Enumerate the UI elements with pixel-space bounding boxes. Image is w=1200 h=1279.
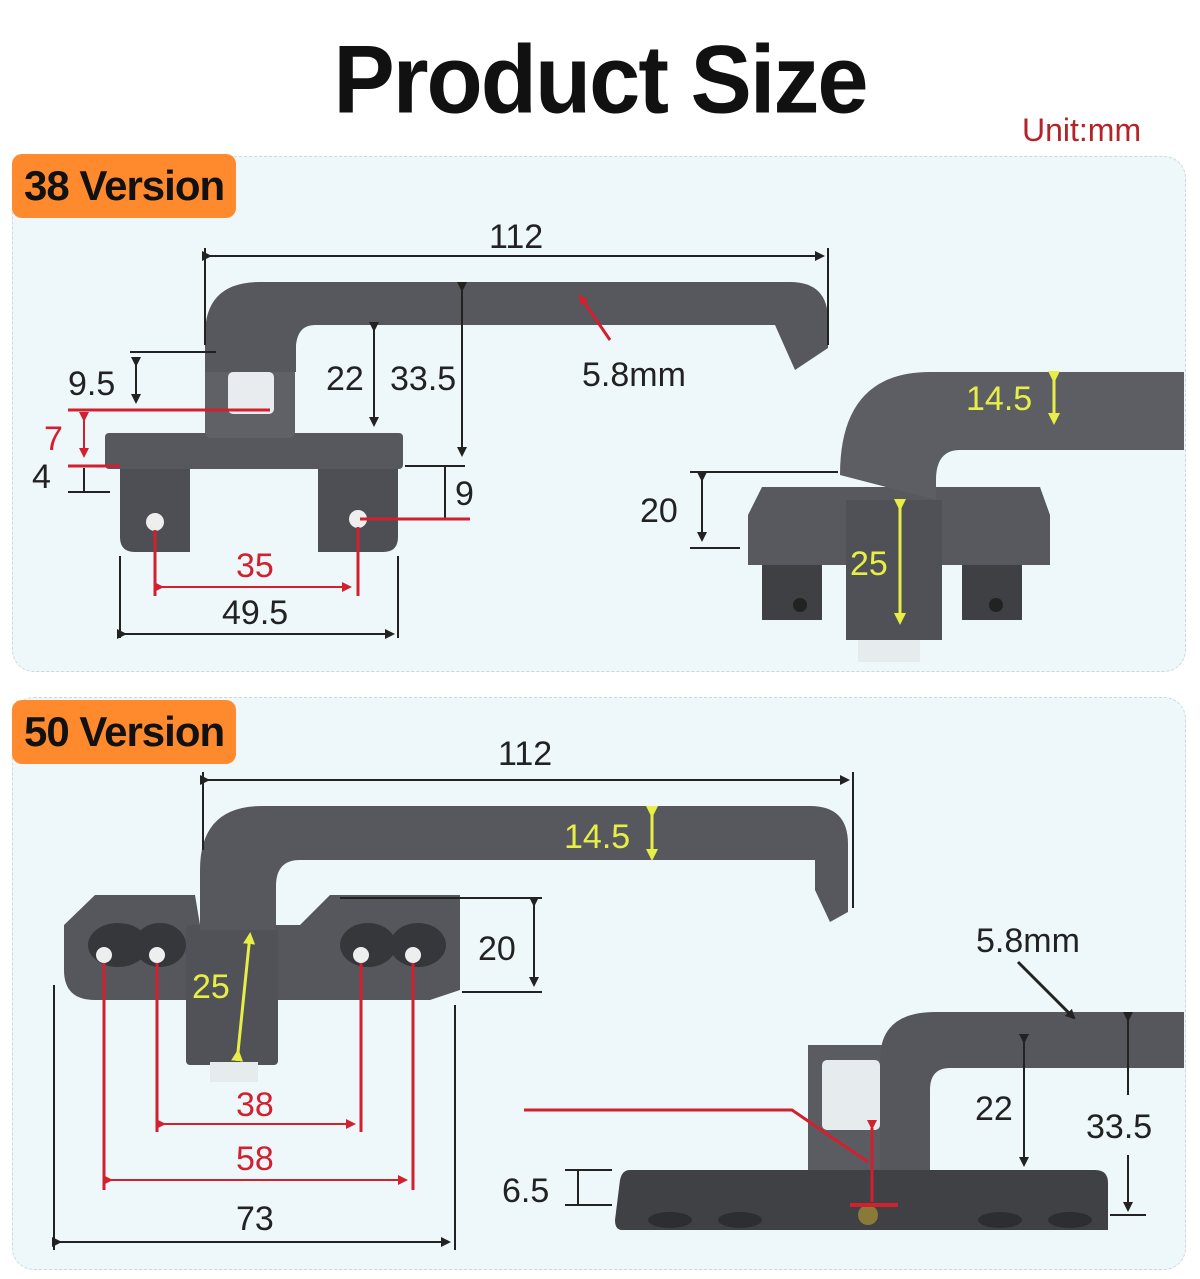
side-foot-right-38 bbox=[962, 560, 1022, 620]
dim-50-hole-38: 38 bbox=[236, 1086, 274, 1124]
side-arm-50 bbox=[880, 1012, 1184, 1170]
handle-arm-38 bbox=[205, 282, 828, 372]
dims-50-side: 5.8mm 22 33.5 6.5 bbox=[502, 922, 1152, 1216]
dim-38-hole-spacing: 35 bbox=[236, 547, 274, 585]
dim-38-stem-25: 25 bbox=[850, 545, 888, 583]
side-arm-38 bbox=[840, 372, 1184, 500]
side-latch-38 bbox=[858, 640, 920, 662]
handle-38-front bbox=[105, 282, 828, 552]
dim-38-22: 22 bbox=[326, 360, 364, 398]
dim-38-7: 7 bbox=[44, 420, 63, 458]
dim-38-length: 112 bbox=[489, 218, 543, 256]
screw-hole-right-38 bbox=[349, 510, 367, 528]
version-tag-38: 38 Version bbox=[12, 154, 237, 218]
dims-38-side: 14.5 20 25 bbox=[640, 371, 1060, 625]
dims-50-front: 112 14.5 20 25 38 58 73 bbox=[52, 735, 854, 1250]
base-plate-38 bbox=[105, 433, 403, 469]
dim-50-22: 22 bbox=[975, 1090, 1013, 1128]
handle-50-side bbox=[615, 1012, 1184, 1230]
latch-38 bbox=[228, 372, 274, 414]
unit-label: Unit:mm bbox=[1022, 112, 1142, 148]
version-tag-50: 50 Version bbox=[12, 700, 237, 764]
dim-50-stem-25: 25 bbox=[192, 968, 230, 1006]
screw-hole-50-b bbox=[149, 947, 165, 963]
dim-38-33.5: 33.5 bbox=[390, 360, 456, 398]
dim-50-length: 112 bbox=[498, 735, 552, 773]
latch-50 bbox=[210, 1062, 258, 1082]
dims-38-front: 112 9.5 7 4 22 33.5 9 5.8mm 35 49.5 bbox=[32, 218, 829, 639]
dim-50-33.5: 33.5 bbox=[1086, 1108, 1152, 1146]
dim-38-9.5: 9.5 bbox=[68, 365, 115, 403]
screw-hole-50-a bbox=[96, 947, 112, 963]
screw-hole-left-38 bbox=[146, 513, 164, 531]
screw-hole-50-c bbox=[353, 947, 369, 963]
dim-50-hole-58: 58 bbox=[236, 1140, 274, 1178]
dim-50-height-20: 20 bbox=[478, 930, 516, 968]
dim-50-6.5: 6.5 bbox=[502, 1172, 549, 1210]
side-latch-50 bbox=[822, 1060, 880, 1130]
dim-38-9: 9 bbox=[455, 475, 474, 513]
page-title: Product Size bbox=[333, 26, 868, 134]
dim-38-handle-width: 14.5 bbox=[966, 380, 1032, 418]
dim-38-base-width: 49.5 bbox=[222, 594, 288, 632]
base-foot-left-38 bbox=[120, 469, 190, 552]
side-foot-left-38 bbox=[762, 560, 822, 620]
dim-38-height-20: 20 bbox=[640, 492, 678, 530]
dim-38-4: 4 bbox=[32, 458, 51, 496]
dim-50-thickness: 5.8mm bbox=[976, 922, 1080, 960]
handle-arm-50 bbox=[200, 806, 848, 930]
dim-50-base-73: 73 bbox=[236, 1200, 274, 1238]
dim-38-thickness: 5.8mm bbox=[582, 356, 686, 394]
screw-hole-50-d bbox=[405, 947, 421, 963]
dim-50-handle-width: 14.5 bbox=[564, 818, 630, 856]
